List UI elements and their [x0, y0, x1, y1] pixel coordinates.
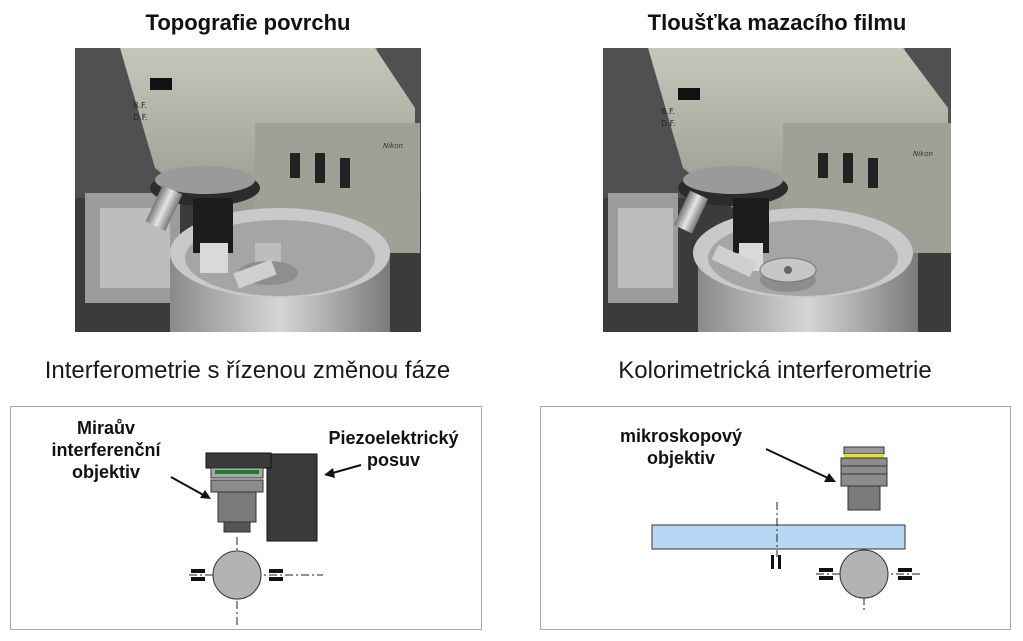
microscope-render: B.F. D.F. Nikon: [75, 48, 421, 332]
bf-label: B.F.: [133, 101, 147, 110]
left-title: Topografie povrchu: [75, 10, 421, 36]
brand-label: Nikon: [913, 150, 933, 158]
brand-label: Nikon: [383, 142, 403, 150]
df-label: D.F.: [661, 119, 676, 128]
microscope-render: B.F. D.F. Nikon: [603, 48, 951, 332]
green-ring: [215, 470, 259, 474]
mirau-objective-tip: [224, 522, 250, 532]
left-microscope-photo: B.F. D.F. Nikon: [75, 48, 421, 332]
right-diagram-panel: mikroskopový objektiv: [540, 406, 1011, 630]
glass-disc: [652, 525, 905, 549]
right-title: Tloušťka mazacího filmu: [603, 10, 951, 36]
left-diagram-panel: Miraův interferenční objektiv Piezoelekt…: [10, 406, 482, 630]
objective-mount: [206, 453, 271, 468]
right-subtitle: Kolorimetrická interferometrie: [540, 357, 1010, 385]
piezo-label: Piezoelektrický posuv: [311, 427, 476, 471]
microscope-objective-label: mikroskopový objektiv: [601, 425, 761, 469]
mirau-objective-body: [218, 492, 256, 522]
microscope-objective-body: [848, 486, 880, 510]
df-label: D.F.: [133, 113, 148, 122]
test-ball: [213, 551, 261, 599]
left-subtitle: Interferometrie s řízenou změnou fáze: [0, 357, 495, 385]
microscope-objective-ring: [841, 458, 887, 486]
bf-label: B.F.: [661, 107, 675, 116]
right-microscope-photo: B.F. D.F. Nikon: [603, 48, 951, 332]
mirau-objective-label: Miraův interferenční objektiv: [31, 417, 181, 483]
yellow-ring: [844, 454, 884, 458]
mirau-objective-ring: [211, 480, 263, 492]
microscope-objective-cap: [844, 447, 884, 454]
test-ball: [840, 550, 888, 598]
piezo-actuator: [267, 454, 317, 541]
